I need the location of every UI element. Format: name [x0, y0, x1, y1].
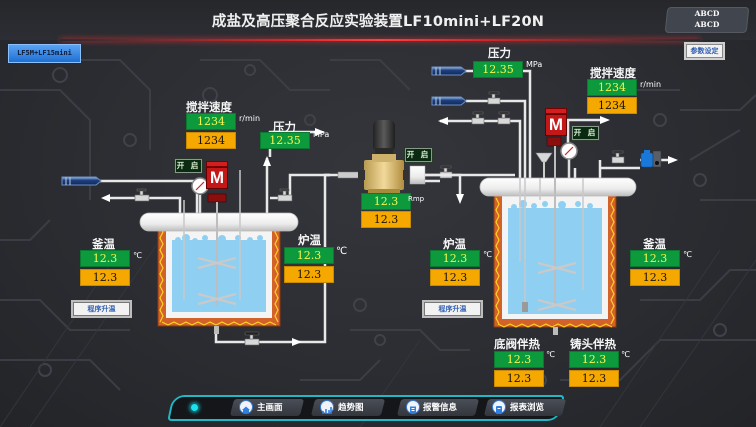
switch-device-button[interactable]: LF5M+LF15mini [8, 44, 81, 63]
left-reactor-vessel [139, 170, 299, 334]
valve-icon [497, 111, 511, 125]
right-pressure-label: 压力 [488, 46, 511, 60]
left-kettle-temp-unit: ℃ [133, 251, 142, 260]
valve-icon [134, 188, 150, 202]
left-pressure-measured: 12.35 [260, 132, 310, 149]
left-furnace-temp-measured: 12.3 [284, 247, 334, 264]
bottom-valve-heat-setpoint[interactable]: 12.3 [494, 370, 544, 387]
pressure-gauge-icon [560, 142, 578, 180]
motor-label: M [206, 167, 228, 189]
feed-inlet-icon [431, 66, 467, 76]
left-kettle-temp-measured: 12.3 [80, 250, 130, 267]
bottom-valve-heat-unit: ℃ [546, 350, 555, 359]
right-kettle-temp-measured: 12.3 [630, 250, 680, 267]
left-furnace-temp-setpoint[interactable]: 12.3 [284, 266, 334, 283]
motor-coupling [207, 193, 227, 203]
bottom-valve-heat-measured: 12.3 [494, 351, 544, 368]
arrow-icon [438, 117, 448, 125]
feed-inlet-icon [61, 176, 102, 186]
arrow-icon [315, 128, 325, 136]
right-kettle-temp-setpoint[interactable]: 12.3 [630, 269, 680, 286]
valve-icon [244, 331, 260, 346]
user-info-line2: ABCD [694, 20, 720, 29]
user-info: ABCD ABCD [666, 8, 748, 30]
left-kettle-temp-setpoint[interactable]: 12.3 [80, 269, 130, 286]
left-flow-arrows [101, 128, 325, 346]
pump-speed-unit: Rmp [408, 195, 425, 203]
left-stir-speed-measured: 1234 [186, 113, 236, 130]
pump-valve-open-button[interactable]: 开 启 [405, 148, 432, 162]
right-valve-open-button[interactable]: 开 启 [572, 126, 599, 140]
status-indicator-icon [190, 403, 199, 412]
solenoid-valve-icon [640, 150, 662, 168]
right-stir-speed-measured: 1234 [587, 79, 637, 96]
funnel-icon [535, 152, 553, 178]
left-program-heat-button[interactable]: 程序升温 [71, 300, 132, 318]
header-bar [0, 0, 756, 40]
right-stir-speed-setpoint[interactable]: 1234 [587, 97, 637, 114]
right-kettle-temp-unit: ℃ [683, 250, 692, 259]
right-stirrer-motor-icon: M [545, 108, 567, 136]
right-pressure-measured: 12.35 [473, 61, 523, 78]
left-furnace-temp-label: 炉温 [298, 233, 321, 247]
left-furnace-temp-unit: ℃ [336, 246, 348, 257]
right-furnace-temp-setpoint[interactable]: 12.3 [430, 269, 480, 286]
left-stir-speed-unit: r/min [239, 114, 261, 123]
user-info-line1: ABCD [694, 9, 720, 18]
left-stir-speed-setpoint[interactable]: 1234 [186, 132, 236, 149]
motor-coupling [546, 136, 562, 147]
right-reactor-vessel [479, 146, 637, 335]
pressure-gauge-icon [191, 177, 209, 215]
arrow-icon [101, 194, 110, 202]
bottom-valve-heat-label: 底阀伴热 [494, 337, 540, 351]
left-pressure-label: 压力 [273, 120, 296, 134]
param-settings-button[interactable]: 参数设定 [684, 42, 725, 60]
home-icon [239, 400, 253, 414]
trend-chart-icon [320, 400, 334, 414]
right-pressure-unit: MPa [526, 60, 543, 69]
right-kettle-temp-label: 釜温 [643, 237, 666, 251]
page-title: 成盐及高压聚合反应实验装置LF10mini+LF20N [211, 14, 545, 30]
left-stirrer-motor-icon: M [206, 161, 228, 189]
feed-inlet-icon [431, 96, 467, 106]
arrow-icon [600, 116, 610, 124]
casting-head-heat-measured: 12.3 [569, 351, 619, 368]
right-furnace-temp-measured: 12.3 [430, 250, 480, 267]
right-stir-speed-label: 搅拌速度 [590, 66, 636, 80]
right-program-heat-button[interactable]: 程序升温 [422, 300, 483, 318]
right-furnace-temp-unit: ℃ [483, 250, 492, 259]
left-kettle-temp-label: 釜温 [92, 237, 115, 251]
casting-head-heat-setpoint[interactable]: 12.3 [569, 370, 619, 387]
header-divider [60, 39, 700, 41]
left-stir-speed-label: 搅拌速度 [186, 100, 232, 114]
nav-label-main-screen: 主画面 [257, 403, 283, 413]
motor-label: M [545, 114, 567, 136]
casting-head-heat-label: 铸头伴热 [570, 337, 616, 351]
metering-pump-icon [325, 120, 464, 204]
nav-label-trend: 趋势图 [338, 403, 364, 413]
right-furnace-temp-label: 炉温 [443, 237, 466, 251]
valve-icon [277, 188, 293, 202]
pump-speed-setpoint[interactable]: 12.3 [361, 211, 411, 228]
arrow-icon [263, 156, 271, 166]
pump-speed-measured: 12.3 [361, 193, 411, 210]
casting-head-heat-unit: ℃ [621, 350, 630, 359]
valve-icon [611, 150, 625, 164]
nav-label-alarm: 报警信息 [423, 403, 458, 413]
arrow-icon [668, 156, 678, 164]
report-icon [492, 400, 506, 414]
left-valve-open-button[interactable]: 开 启 [175, 159, 202, 173]
nav-label-report: 报表浏览 [510, 403, 545, 413]
alarm-icon [406, 400, 420, 414]
arrow-icon [292, 338, 302, 346]
right-stir-speed-unit: r/min [640, 80, 662, 89]
valve-icon [487, 91, 501, 105]
left-pressure-unit: MPa [313, 130, 330, 139]
valve-icon [471, 111, 485, 125]
